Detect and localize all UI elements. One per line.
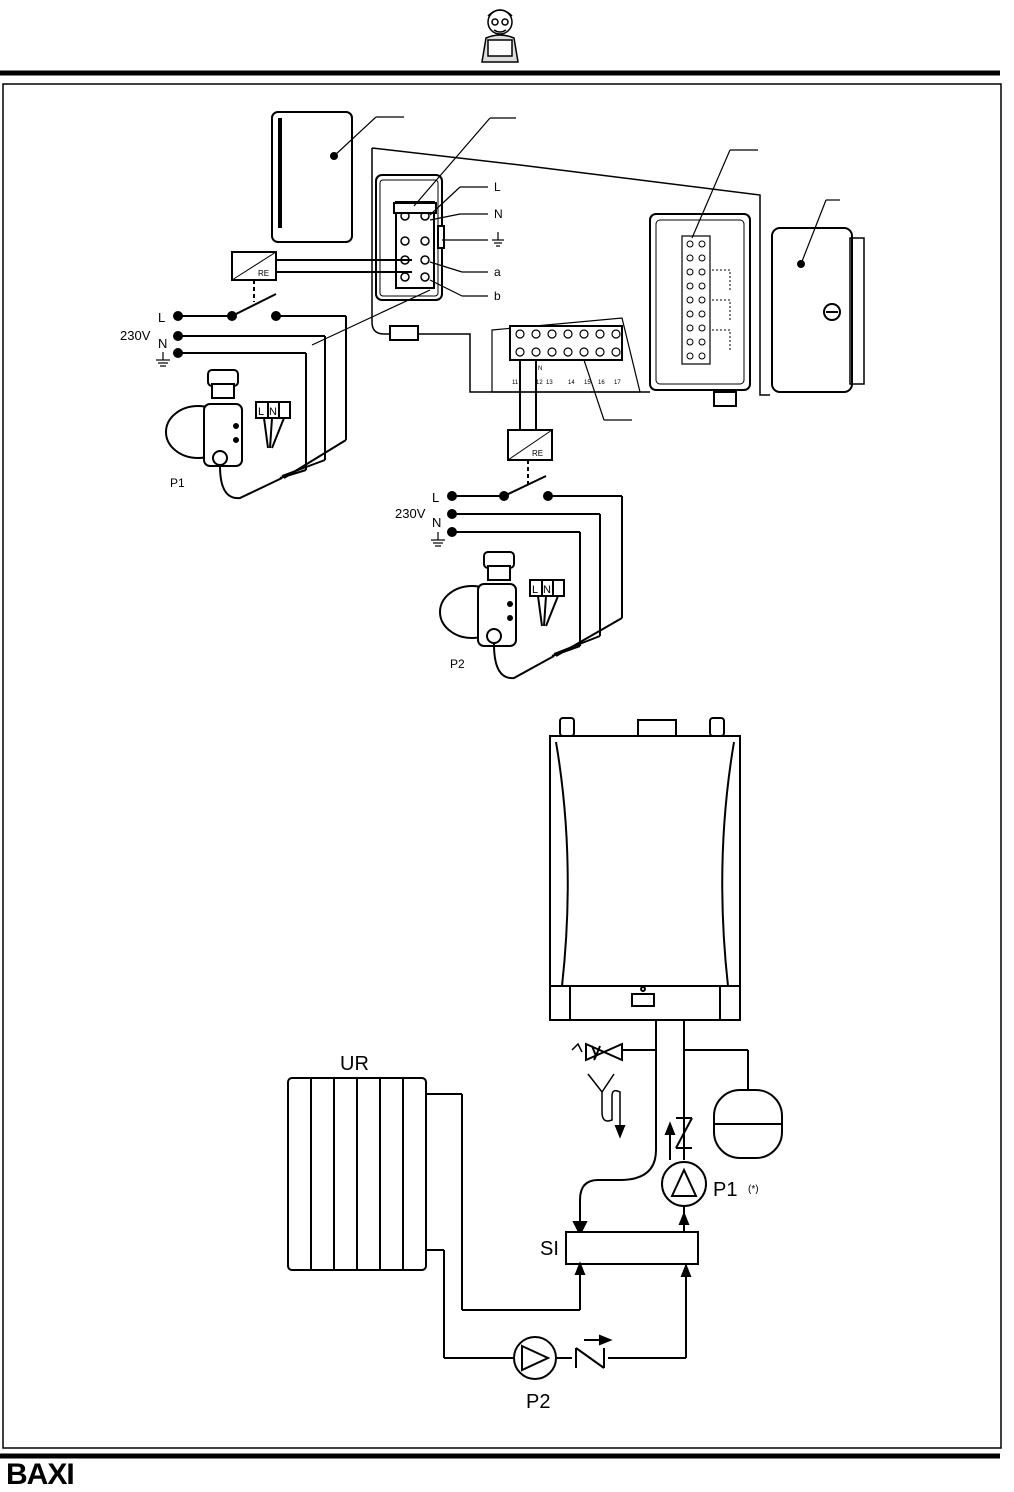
pump-1-wiring-icon [165, 369, 291, 500]
middle-terminal-strip [491, 317, 641, 421]
ground-icon [492, 232, 504, 247]
supply-1-voltage-label: 230V [120, 328, 151, 343]
safety-valve-icon [571, 1042, 626, 1139]
pump-2-icon [513, 1336, 557, 1380]
right-terminal-panel [649, 149, 758, 407]
pump-2-wiring-icon [439, 551, 565, 680]
pump-1-note: (*) [748, 1184, 759, 1195]
terminal-label-n: N [494, 207, 503, 221]
relay-1-label: RE [258, 269, 269, 278]
pump-1-icon [661, 1161, 707, 1232]
pump-2-wiring-label: P2 [450, 657, 465, 671]
content-frame [2, 83, 1002, 1449]
mascot-icon [481, 9, 519, 63]
radiator-label: UR [340, 1053, 369, 1075]
pump-1-terminal-n: N [269, 406, 277, 418]
pump-2-terminal-n: N [543, 584, 551, 596]
expansion-vessel-icon [713, 1089, 783, 1159]
hydraulic-separator [565, 1231, 699, 1358]
terminal-number-17: 17 [614, 380, 621, 386]
supply-2-ground-icon [431, 532, 445, 547]
supply-2 [447, 475, 623, 657]
check-valve-2-icon [575, 1334, 613, 1369]
terminal-number-n: N [538, 366, 542, 372]
terminal-number-14: 14 [568, 380, 575, 386]
supply-2-live-label: L [432, 490, 439, 505]
terminal-number-15: 15 [584, 380, 591, 386]
supply-1-ground-icon [156, 352, 170, 367]
boiler-unit [549, 717, 741, 1021]
relay-1: RE [231, 251, 412, 302]
terminal-leader-lines [429, 186, 488, 297]
pump-1-wiring-label: P1 [170, 476, 185, 490]
control-panel-outline [371, 147, 770, 396]
terminal-label-b: b [494, 289, 501, 303]
terminal-number-13: 13 [546, 380, 553, 386]
terminal-number-11: 11 [512, 380, 519, 386]
relay-2: RE [507, 360, 553, 484]
supply-1-live-label: L [158, 310, 165, 325]
right-cover-panel [771, 199, 865, 393]
supply-1 [173, 289, 431, 479]
supply-2-neutral-label: N [432, 515, 441, 530]
radiator-pipes [426, 1093, 686, 1359]
terminal-number-16: 16 [598, 380, 605, 386]
check-valve-1-icon [664, 1117, 693, 1160]
terminal-number-12: 12 [536, 380, 543, 386]
radiator [287, 1077, 427, 1271]
pump-1-terminal-l: L [258, 406, 264, 418]
baxi-logo: BAXI [6, 1458, 75, 1491]
separator-label: SI [540, 1238, 559, 1260]
pump-2-terminal-l: L [532, 584, 538, 596]
terminal-label-a: a [494, 265, 501, 279]
boiler-pipes [572, 1020, 749, 1237]
left-cover-panel [271, 111, 404, 243]
relay-2-label: RE [532, 449, 543, 458]
pump-2-label: P2 [526, 1391, 550, 1413]
supply-2-voltage-label: 230V [395, 506, 426, 521]
terminal-numbers: 11 N 12 13 14 15 16 17 [512, 366, 621, 386]
terminal-label-l: L [494, 180, 501, 194]
pump-1-label: P1 [713, 1179, 737, 1201]
supply-1-neutral-label: N [158, 336, 167, 351]
